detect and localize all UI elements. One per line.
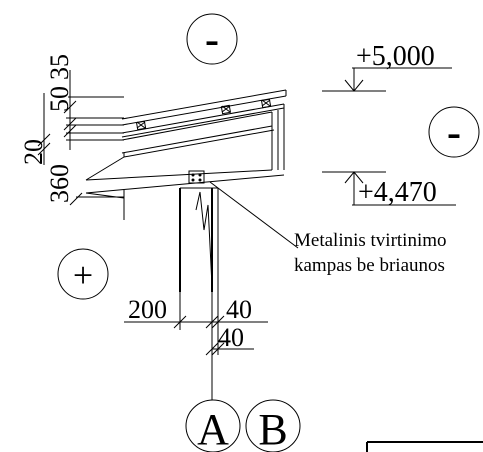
dim-360-label: 360 [45, 164, 74, 203]
axis-b-label: B [258, 405, 287, 452]
dim-200-label: 200 [128, 295, 167, 324]
zone-marker-minus-right: - [428, 106, 480, 158]
zone-minus-right-label: - [447, 110, 461, 156]
level-top-label: +5,000 [356, 41, 435, 72]
axis-a-label: A [197, 405, 229, 452]
title-block-corner [366, 441, 483, 452]
dim-20-label: 20 [19, 139, 48, 165]
dim-40-bottom-label: 40 [218, 323, 244, 352]
horizontal-dimension-chain: 200 40 40 [124, 292, 268, 356]
callout: Metalinis tvirtinimo kampas be briaunos [209, 181, 447, 276]
callout-line2: kampas be briaunos [294, 255, 445, 276]
level-mark-bottom: +4,470 [322, 171, 456, 208]
zone-minus-top-label: - [205, 17, 219, 63]
column [179, 170, 219, 400]
zone-marker-plus-left: + [57, 248, 109, 300]
zone-plus-left-label: + [73, 255, 93, 295]
dim-40-top-label: 40 [226, 295, 252, 324]
axis-bubble-b: B [245, 399, 301, 452]
zone-marker-minus-top: - [186, 13, 238, 65]
level-mark-top: +5,000 [322, 41, 452, 92]
batten-marks [135, 98, 272, 131]
vertical-dimension-chain: 50 35 20 360 [19, 54, 124, 206]
roof-slab [85, 89, 287, 220]
dim-35-label: 35 [45, 54, 74, 80]
callout-line1: Metalinis tvirtinimo [294, 230, 447, 251]
angle-bracket [188, 170, 205, 184]
axis-bubble-a: A [185, 399, 241, 452]
dim-50-label: 50 [45, 86, 74, 112]
level-bottom-label: +4,470 [358, 177, 437, 208]
